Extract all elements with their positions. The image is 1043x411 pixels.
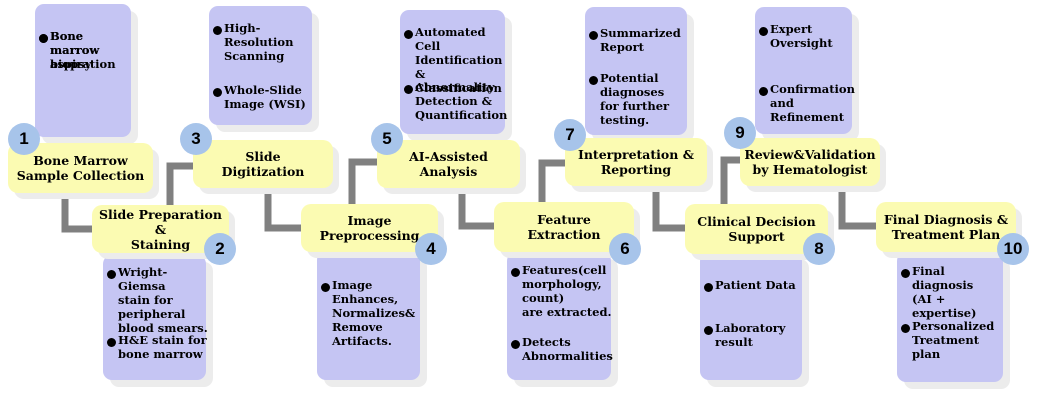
detail-card-9: [755, 7, 852, 134]
bullet-icon: [39, 34, 48, 43]
step-number-badge: 4: [415, 233, 447, 265]
detail-text: Summarized Report: [600, 26, 681, 54]
bullet-icon: [759, 87, 768, 96]
bullet-icon: [704, 283, 713, 292]
bullet-icon: [589, 31, 598, 40]
detail-text: Bone marrow aspiration: [50, 29, 116, 71]
detail-card-5: [400, 10, 505, 134]
connector-7-to-8: [652, 186, 685, 232]
bullet-icon: [511, 340, 520, 349]
bullet-icon: [511, 268, 520, 277]
detail-card-1: [35, 4, 131, 137]
detail-card-3: [209, 6, 312, 125]
step-title: Clinical Decision Support: [697, 214, 816, 244]
connector-4-to-5: [348, 158, 377, 204]
bullet-icon: [404, 30, 413, 39]
connector-6-to-7: [538, 159, 565, 202]
detail-text: Final diagnosis (AI + expertise): [912, 264, 977, 320]
detail-text: H&E stain for bone marrow: [118, 333, 207, 361]
detail-text: Patient Data: [715, 278, 796, 292]
detail-card-2: [103, 255, 206, 380]
detail-text: High- Resolution Scanning: [224, 21, 294, 63]
connector-9-to-10: [838, 186, 876, 230]
bullet-icon: [901, 324, 910, 333]
bullet-icon: [107, 338, 116, 347]
step-title: AI-Assisted Analysis: [409, 149, 488, 179]
detail-text: Personalized Treatment plan: [912, 319, 995, 361]
detail-text: Wright-Giemsa stain for peripheral blood…: [118, 265, 208, 335]
step-number-badge: 3: [180, 123, 212, 155]
detail-card-10: [897, 252, 1003, 382]
connector-1-to-2: [61, 193, 92, 233]
bullet-icon: [213, 26, 222, 35]
step-number-badge: 6: [609, 233, 641, 265]
step-title: Image Preprocessing: [319, 213, 420, 243]
step-title: Bone Marrow Sample Collection: [16, 153, 145, 183]
bullet-icon: [404, 85, 413, 94]
step-box-4: Image Preprocessing: [301, 204, 438, 252]
step-title: Interpretation & Reporting: [578, 147, 694, 177]
bullet-icon: [759, 27, 768, 36]
detail-text: Whole-Slide Image (WSI): [224, 83, 306, 111]
step-title: Feature Extraction: [527, 212, 601, 242]
step-number-badge: 9: [724, 117, 756, 149]
connector-2-to-3: [166, 162, 193, 205]
bullet-icon: [901, 269, 910, 278]
step-number-badge: 7: [554, 119, 586, 151]
step-number-badge: 5: [371, 123, 403, 155]
detail-text: Expert Oversight: [770, 22, 833, 50]
step-title: Final Diagnosis & Treatment Plan: [883, 212, 1009, 242]
bullet-icon: [213, 88, 222, 97]
bullet-icon: [321, 283, 330, 292]
connector-5-to-6: [458, 188, 494, 230]
step-title: Review&Validation by Hematologist: [744, 147, 876, 177]
step-number-badge: 8: [803, 233, 835, 265]
step-number-badge: 2: [204, 233, 236, 265]
step-box-7: Interpretation & Reporting: [565, 138, 707, 186]
step-box-10: Final Diagnosis & Treatment Plan: [876, 202, 1016, 252]
connector-3-to-4: [264, 188, 301, 232]
detail-text: Laboratory result: [715, 321, 786, 349]
step-number-badge: 1: [8, 123, 40, 155]
detail-card-8: [700, 252, 802, 380]
detail-card-4: [317, 251, 420, 380]
detail-text: Confirmation and Refinement: [770, 82, 855, 124]
connector-8-to-9: [720, 156, 740, 204]
detail-text: Bone marrow biopsy: [50, 29, 100, 71]
step-box-9: Review&Validation by Hematologist: [740, 138, 880, 186]
detail-text: Detects Abnormalities: [522, 335, 613, 363]
step-title: Slide Digitization: [221, 149, 305, 179]
step-title: Slide Preparation & Staining: [99, 206, 222, 252]
detail-text: Potential diagnoses for further testing.: [600, 71, 670, 127]
bullet-icon: [589, 76, 598, 85]
step-box-3: Slide Digitization: [193, 140, 333, 188]
detail-text: Abnormality Detection & Quantification: [415, 80, 508, 122]
step-box-5: AI-Assisted Analysis: [377, 140, 520, 188]
detail-card-6: [507, 252, 611, 380]
step-number-badge: 10: [997, 233, 1029, 265]
bullet-icon: [107, 270, 116, 279]
detail-text: Image Enhances, Normalizes& Remove Artif…: [332, 278, 416, 348]
detail-text: Features(cell morphology, count) are ext…: [522, 263, 612, 319]
detail-text: Automated Cell Identification & Classifi…: [415, 25, 503, 95]
bullet-icon: [704, 326, 713, 335]
detail-card-7: [585, 7, 687, 135]
